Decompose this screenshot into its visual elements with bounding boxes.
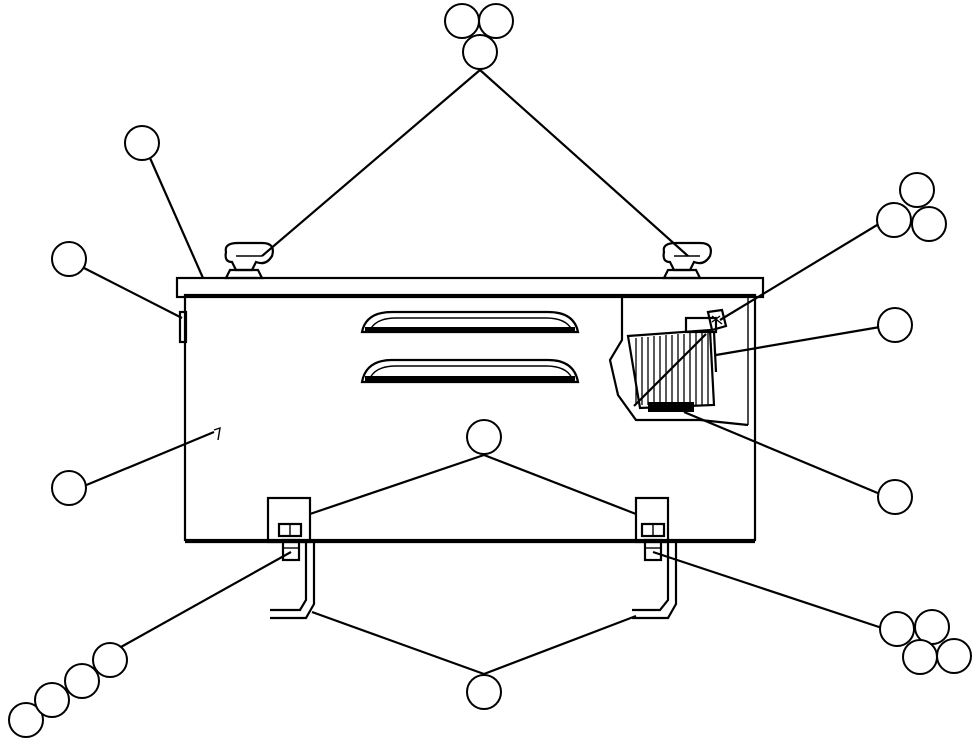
mounting-foot-right xyxy=(632,542,678,620)
callouts xyxy=(8,3,972,738)
callout-circle xyxy=(877,307,913,343)
callout-circle xyxy=(51,470,87,506)
callout-circle xyxy=(879,611,915,647)
lid xyxy=(175,276,765,299)
vent-louvre-bottom xyxy=(360,358,580,384)
leader-lines xyxy=(83,69,893,676)
vent-louvre-top xyxy=(360,310,580,334)
side-latch xyxy=(178,310,188,344)
callout-circle xyxy=(466,674,502,710)
callout-circle xyxy=(51,241,87,277)
callout-circle xyxy=(466,419,502,455)
knob-left xyxy=(224,241,274,280)
callout-circle xyxy=(911,206,947,242)
callout-circle xyxy=(876,202,912,238)
callout-circle xyxy=(877,479,913,515)
callout-circle xyxy=(478,3,514,39)
lid-plate xyxy=(175,276,765,299)
callout-circle xyxy=(444,3,480,39)
clamp-right xyxy=(634,496,670,562)
callout-circle xyxy=(936,638,972,674)
body-mark xyxy=(213,426,221,441)
knob-right xyxy=(662,241,712,280)
callout-circle xyxy=(124,125,160,161)
callout-circle xyxy=(92,642,128,678)
callout-circle xyxy=(64,663,100,699)
clamp-left xyxy=(266,496,312,562)
callout-circle xyxy=(8,702,44,738)
mounting-foot-left xyxy=(270,542,316,620)
callout-circle xyxy=(462,34,498,70)
callout-circle xyxy=(902,639,938,675)
callout-circle xyxy=(899,172,935,208)
internal-component xyxy=(608,298,749,427)
callout-circle xyxy=(914,609,950,645)
callout-circle xyxy=(34,682,70,718)
enclosure-body xyxy=(183,293,757,542)
